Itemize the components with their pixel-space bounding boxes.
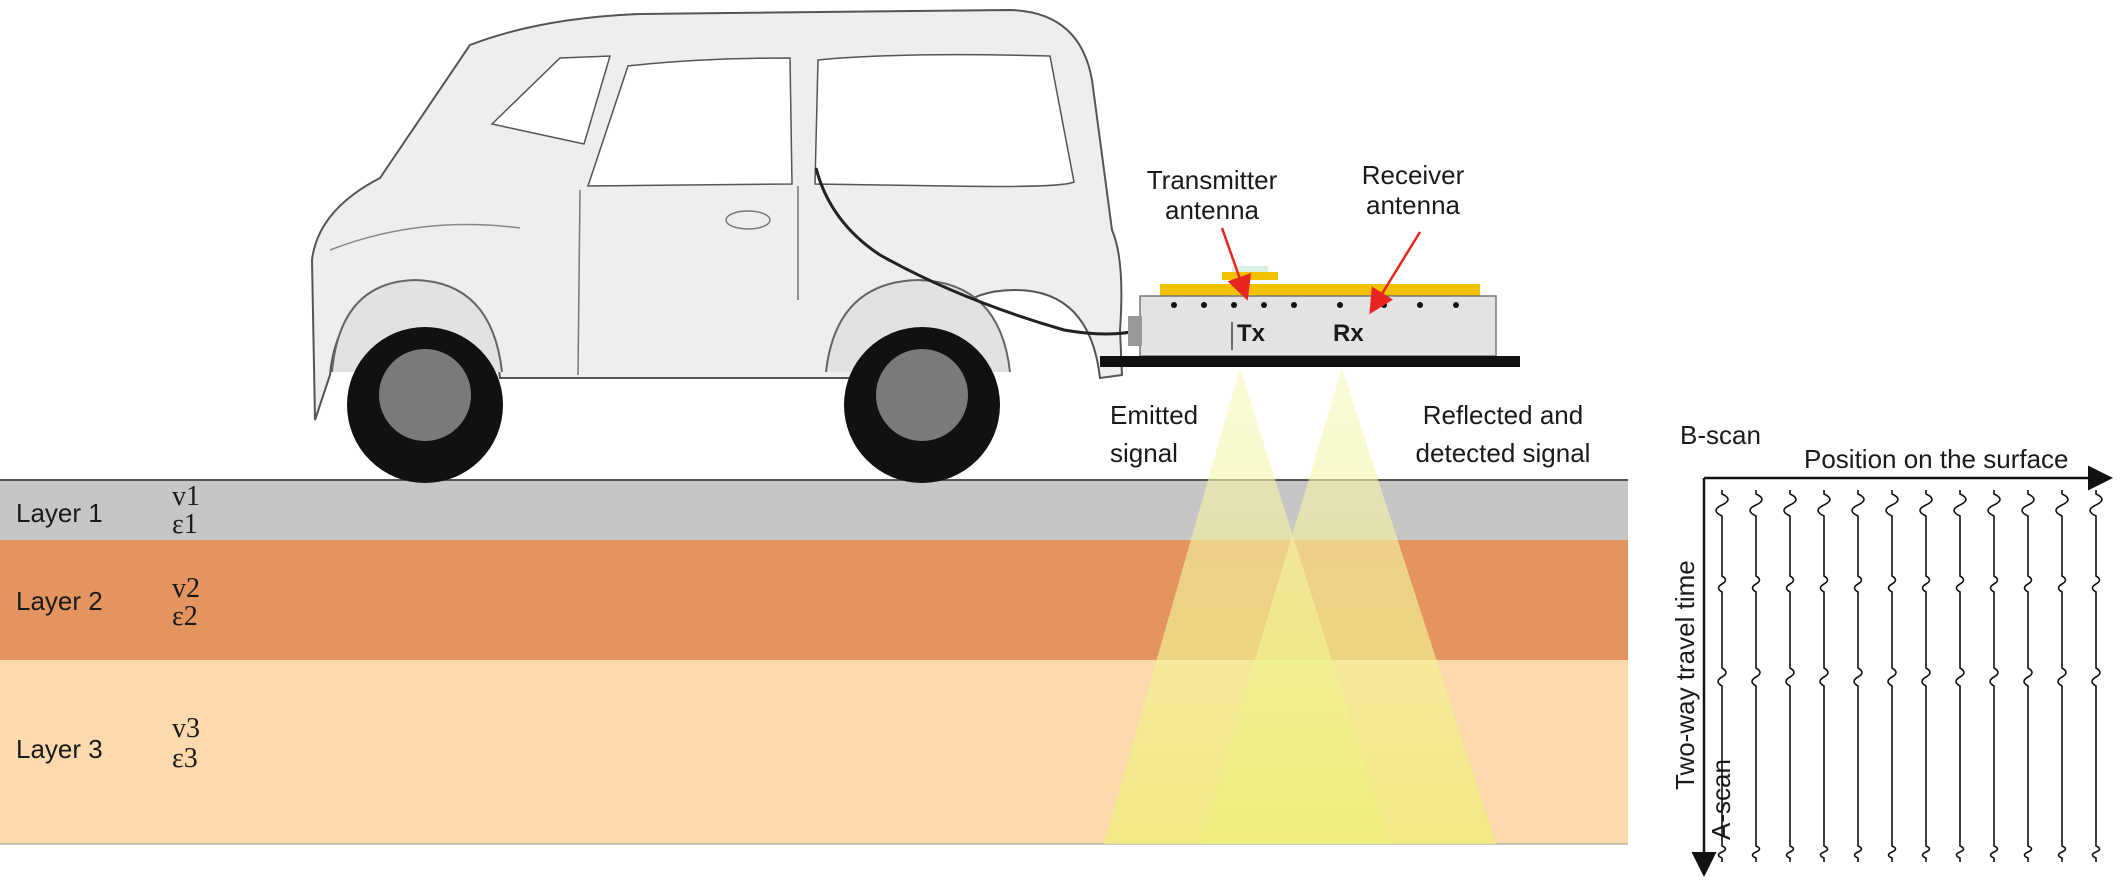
reflected-beam	[1200, 368, 1496, 844]
ascan-trace	[1749, 490, 1763, 862]
ascan-trace	[2089, 490, 2103, 862]
rx-label: Rx	[1333, 320, 1364, 347]
transmitter-arrow	[1220, 227, 1252, 301]
layer-3-permittivity: ε3	[172, 743, 198, 774]
layer-2-velocity: v2	[172, 573, 200, 604]
layer-1-name: Layer 1	[16, 498, 103, 528]
reflected-label-line2: detected signal	[1416, 438, 1591, 468]
ascan-trace	[1953, 490, 1967, 862]
gpr-antenna-unit: Tx Rx	[1100, 266, 1520, 367]
transmitter-label-line1: Transmitter	[1147, 165, 1278, 195]
ascan-trace	[1715, 490, 1729, 862]
receiver-label-line2: antenna	[1366, 190, 1461, 220]
ascan-trace	[1919, 490, 1933, 862]
data-cable	[814, 167, 1141, 336]
signal-beams	[1104, 368, 1496, 844]
layer-2-permittivity: ε2	[172, 601, 198, 632]
layer-3-velocity: v3	[172, 713, 200, 744]
layer-1-velocity: v1	[172, 481, 200, 512]
layer-1-permittivity: ε1	[172, 509, 198, 540]
layer-2-name: Layer 2	[16, 586, 103, 616]
ascan-label: A-scan	[1706, 759, 1736, 840]
receiver-label-line1: Receiver	[1362, 160, 1465, 190]
bscan-x-axis-label: Position on the surface	[1804, 444, 2069, 474]
ascan-trace	[1987, 490, 2001, 862]
bscan-title: B-scan	[1680, 420, 1761, 450]
bscan-panel: B-scan Position on the surface Two-way t…	[1670, 420, 2113, 877]
reflected-label-line1: Reflected and	[1423, 400, 1583, 430]
receiver-arrow	[1369, 231, 1422, 315]
antenna-callouts: Transmitter antenna Receiver antenna	[1147, 160, 1465, 315]
survey-vehicle	[310, 8, 1141, 483]
transmitter-label-line2: antenna	[1165, 195, 1260, 225]
ascan-trace	[2055, 490, 2069, 862]
car-window-rear	[490, 55, 612, 145]
layer-3-name: Layer 3	[16, 734, 103, 764]
ascan-trace	[1783, 490, 1797, 862]
ascan-trace	[1817, 490, 1831, 862]
car-window-side	[814, 53, 1075, 188]
tx-label: Tx	[1237, 320, 1266, 347]
emitted-label-line1: Emitted	[1110, 400, 1198, 430]
front-wheel	[844, 327, 1000, 483]
bscan-traces	[1715, 490, 2103, 862]
emitted-label-line2: signal	[1110, 438, 1178, 468]
car-window-front	[586, 57, 793, 187]
ascan-trace	[1885, 490, 1899, 862]
bscan-y-axis-label: Two-way travel time	[1670, 560, 1700, 790]
rear-wheel	[347, 327, 503, 483]
ascan-trace	[1851, 490, 1865, 862]
ascan-trace	[2021, 490, 2035, 862]
